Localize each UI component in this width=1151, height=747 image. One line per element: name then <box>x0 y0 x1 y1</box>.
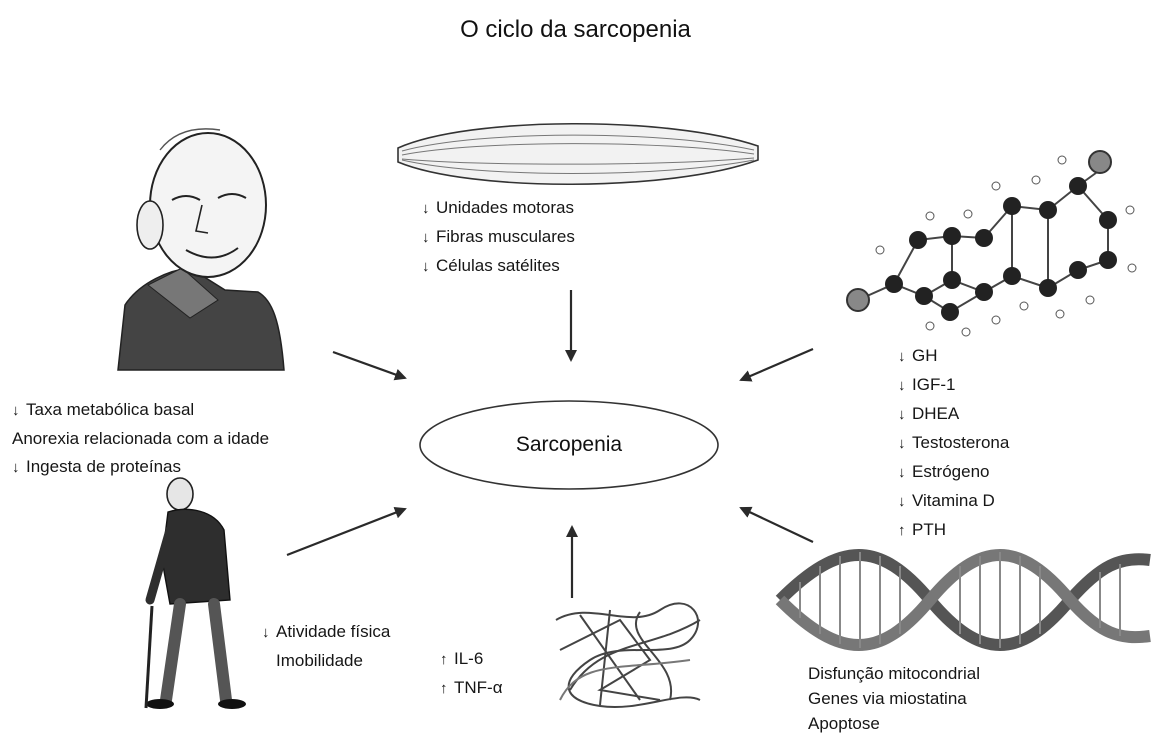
cytokine-factors: ↑IL-6 ↑TNF-α <box>440 645 503 703</box>
hormonal-factor-item: ↓Estrógeno <box>898 458 1009 487</box>
metabolic-factor-item: Anorexia relacionada com a idade <box>12 425 269 453</box>
cytokine-factor-item: ↑TNF-α <box>440 674 503 703</box>
down-arrow-icon: ↓ <box>898 459 912 487</box>
item-text: Anorexia relacionada com a idade <box>12 429 269 448</box>
down-arrow-icon: ↓ <box>12 397 26 425</box>
dna-helix-illustration <box>780 552 1150 648</box>
down-arrow-icon: ↓ <box>898 488 912 516</box>
metabolic-factor-item: ↓Ingesta de proteínas <box>12 453 269 482</box>
metabolic-factors: ↓Taxa metabólica basal Anorexia relacion… <box>12 396 269 482</box>
center-label: Sarcopenia <box>420 425 718 465</box>
item-text: Apoptose <box>808 714 880 733</box>
elderly-walking-illustration <box>146 478 246 709</box>
arrow-elderly-face <box>333 352 405 378</box>
hormonal-factor-item: ↑PTH <box>898 516 1009 545</box>
item-text: DHEA <box>912 404 959 423</box>
item-text: GH <box>912 346 938 365</box>
down-arrow-icon: ↓ <box>898 430 912 458</box>
activity-factors: ↓Atividade física Imobilidade <box>262 618 390 675</box>
muscle-factors: ↓Unidades motoras ↓Fibras musculares ↓Cé… <box>422 194 575 281</box>
down-arrow-icon: ↓ <box>898 401 912 429</box>
protein-structure-illustration <box>556 603 700 707</box>
hormonal-factor-item: ↓DHEA <box>898 400 1009 429</box>
hormonal-factor-item: ↓Testosterona <box>898 429 1009 458</box>
muscle-factor-item: ↓Unidades motoras <box>422 194 575 223</box>
item-text: IGF-1 <box>912 375 955 394</box>
down-arrow-icon: ↓ <box>898 372 912 400</box>
hormonal-factors: ↓GH ↓IGF-1 ↓DHEA ↓Testosterona ↓Estrógen… <box>898 342 1009 545</box>
activity-factor-item: ↓Atividade física <box>262 618 390 647</box>
down-arrow-icon: ↓ <box>262 619 276 647</box>
item-text: Células satélites <box>436 256 560 275</box>
arrow-walking <box>287 509 405 555</box>
up-arrow-icon: ↑ <box>898 517 912 545</box>
down-arrow-icon: ↓ <box>422 224 436 252</box>
item-text: Vitamina D <box>912 491 995 510</box>
item-text: PTH <box>912 520 946 539</box>
item-text: Taxa metabólica basal <box>26 400 194 419</box>
down-arrow-icon: ↓ <box>12 454 26 482</box>
activity-factor-item: Imobilidade <box>262 647 390 675</box>
down-arrow-icon: ↓ <box>422 253 436 281</box>
hormonal-factor-item: ↓GH <box>898 342 1009 371</box>
genetic-factors: Disfunção mitocondrial Genes via miostat… <box>808 661 980 736</box>
muscle-factor-item: ↓Células satélites <box>422 252 575 281</box>
item-text: TNF-α <box>454 678 503 697</box>
arrow-genetics <box>741 508 813 542</box>
hormonal-factor-item: ↓Vitamina D <box>898 487 1009 516</box>
item-text: Atividade física <box>276 622 390 641</box>
item-text: IL-6 <box>454 649 483 668</box>
hormonal-factor-item: ↓IGF-1 <box>898 371 1009 400</box>
item-text: Disfunção mitocondrial <box>808 664 980 683</box>
item-text: Unidades motoras <box>436 198 574 217</box>
muscle-factor-item: ↓Fibras musculares <box>422 223 575 252</box>
item-text: Genes via miostatina <box>808 689 967 708</box>
up-arrow-icon: ↑ <box>440 675 454 703</box>
arrow-hormones <box>741 349 813 380</box>
genetic-factor-item: Apoptose <box>808 711 980 736</box>
genetic-factor-item: Genes via miostatina <box>808 686 980 711</box>
elderly-man-portrait <box>118 129 284 370</box>
genetic-factor-item: Disfunção mitocondrial <box>808 661 980 686</box>
item-text: Estrógeno <box>912 462 990 481</box>
metabolic-factor-item: ↓Taxa metabólica basal <box>12 396 269 425</box>
item-text: Testosterona <box>912 433 1009 452</box>
cytokine-factor-item: ↑IL-6 <box>440 645 503 674</box>
steroid-molecule-illustration <box>847 151 1136 336</box>
item-text: Ingesta de proteínas <box>26 457 181 476</box>
down-arrow-icon: ↓ <box>422 195 436 223</box>
item-text: Imobilidade <box>276 651 363 670</box>
up-arrow-icon: ↑ <box>440 646 454 674</box>
muscle-fiber-illustration <box>398 124 758 185</box>
item-text: Fibras musculares <box>436 227 575 246</box>
down-arrow-icon: ↓ <box>898 343 912 371</box>
